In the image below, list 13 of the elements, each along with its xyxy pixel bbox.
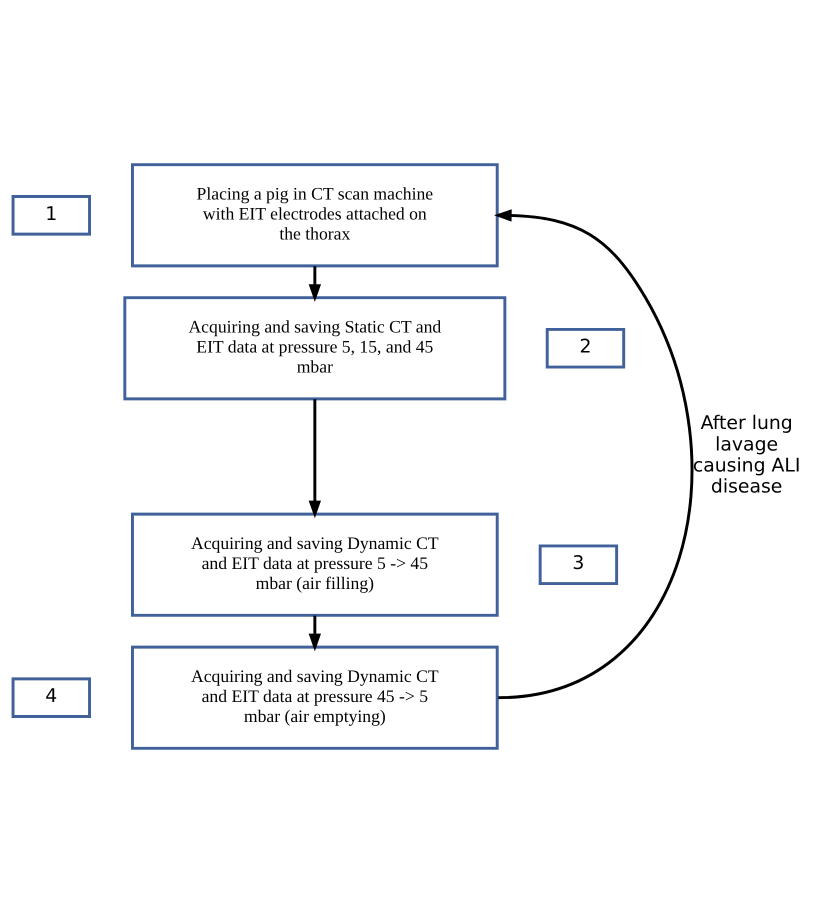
- node-box: 2: [546, 328, 626, 369]
- node-box: 3: [538, 544, 618, 586]
- arrow: [308, 399, 322, 518]
- arrow: [494, 209, 694, 700]
- arrow: [308, 616, 322, 652]
- node-box: 1: [12, 195, 91, 236]
- edge-label: After lung lavage causing ALI disease: [692, 413, 800, 498]
- node-box: Acquiring and saving Dynamic CT and EIT data at pressure 5 -> 45 mbar (air filling): [131, 512, 499, 617]
- node-box: Acquiring and saving Static CT and EIT data at pressure 5, 15, and 45 mbar: [123, 296, 506, 400]
- node-box: Placing a pig in CT scan machine with EIT electrodes attached on the thorax: [131, 163, 499, 268]
- node-box: Acquiring and saving Dynamic CT and EIT data at pressure 45 -> 5 mbar (air emptying): [131, 646, 499, 750]
- node-box: 4: [12, 677, 91, 718]
- arrow: [308, 266, 322, 302]
